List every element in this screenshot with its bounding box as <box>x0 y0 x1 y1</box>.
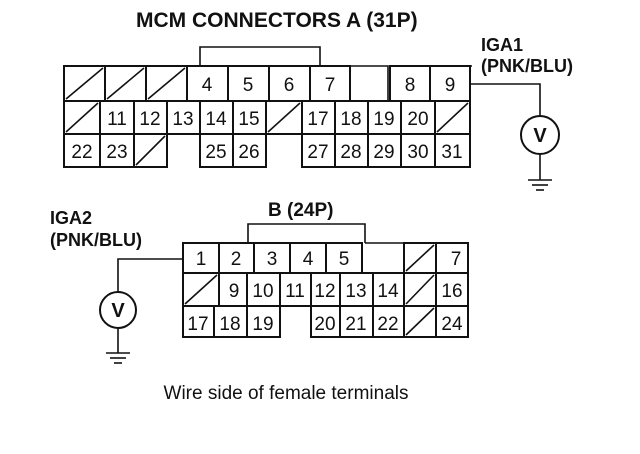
connector-b-pin-label: 18 <box>219 314 240 335</box>
connector-a-pin-label: 17 <box>307 109 328 130</box>
connector-b-pin-label: 2 <box>231 249 242 270</box>
connector-b-lock-tab <box>247 223 366 243</box>
connector-a-empty-slot <box>65 102 99 133</box>
connector-a-pin-label: 19 <box>373 109 394 130</box>
connector-b-row-1: 1 2 3 4 5 7 <box>182 242 469 274</box>
connector-a-pin-label: 9 <box>445 75 456 96</box>
connector-b-pin-label: 3 <box>267 249 278 270</box>
connector-b-pin-label: 9 <box>229 281 240 302</box>
diagram-caption: Wire side of female terminals <box>164 383 409 404</box>
connector-b-pin-label: 20 <box>314 314 335 335</box>
connector-b-empty-slot <box>184 274 218 305</box>
connector-b-cell <box>246 305 281 338</box>
connector-a-pin-label: 26 <box>238 142 259 163</box>
connector-b-cell <box>435 305 469 338</box>
iga2-label: IGA2 <box>50 208 92 228</box>
connector-a-cell <box>434 133 471 168</box>
connector-b-pin-label: 1 <box>196 249 207 270</box>
connector-a-row-2: 11 12 13 14 15 17 18 19 20 <box>63 100 471 135</box>
connector-b-pin-label: 22 <box>377 314 398 335</box>
connector-b-pin-label: 12 <box>314 281 335 302</box>
connector-b-pin-label: 14 <box>377 281 399 302</box>
connector-b-pin-label: 16 <box>441 281 462 302</box>
connector-a-pin-label: 5 <box>243 75 254 96</box>
iga2-probe-wire <box>117 258 183 292</box>
connector-a-cell <box>334 133 369 168</box>
iga1-probe-wire <box>470 83 541 116</box>
connector-a-pin-label: 18 <box>340 109 361 130</box>
connector-a-pin-label: 11 <box>107 109 127 130</box>
connector-a-pin-label: 23 <box>106 142 127 163</box>
connector-b-empty-slot <box>405 274 435 305</box>
connector-a-pin-label: 31 <box>441 142 462 163</box>
voltmeter-symbol: V <box>111 300 125 322</box>
connector-a-pin-label: 8 <box>405 75 416 96</box>
connector-a-pin-label: 27 <box>307 142 328 163</box>
connector-b-cell <box>325 242 363 274</box>
connector-a-empty-slot <box>106 67 145 100</box>
connector-a-empty-slot <box>135 135 166 166</box>
connector-a-empty-slot <box>65 67 104 100</box>
connector-a-cell <box>268 65 311 102</box>
connector-a-title: MCM CONNECTORS A (31P) <box>136 9 418 32</box>
iga1-label: IGA1 <box>481 35 523 55</box>
voltmeter-symbol: V <box>533 125 547 147</box>
connector-a-pin-label: 14 <box>205 109 227 130</box>
connector-a-cell <box>309 65 351 102</box>
connector-a-empty-slot <box>267 102 301 133</box>
connector-b-pin-label: 10 <box>252 281 273 302</box>
connector-b-pin-label: 4 <box>303 249 314 270</box>
connector-b-cell <box>339 272 374 307</box>
connector-b-pin-label: 5 <box>339 249 350 270</box>
connector-a-row-1: 4 5 6 7 8 9 <box>63 65 471 102</box>
connector-a-pin-label: 15 <box>238 109 259 130</box>
connector-a-cell <box>199 133 234 168</box>
connector-b-cell <box>339 305 374 338</box>
connector-a-cell <box>232 133 267 168</box>
connector-b-cell <box>279 272 312 307</box>
connector-b-pin-label: 11 <box>285 281 305 302</box>
connector-b-title: B (24P) <box>268 200 333 221</box>
connector-b-pin-label: 13 <box>345 281 366 302</box>
connector-a-pin-label: 7 <box>325 75 336 96</box>
iga1-wire-color: (PNK/BLU) <box>481 56 573 76</box>
connector-a-cell <box>301 100 336 135</box>
connector-a-empty-slot <box>147 67 186 100</box>
connector-b-cell <box>372 305 405 338</box>
connector-a-empty-slot <box>436 102 469 133</box>
connector-b-pin-label: 17 <box>187 314 208 335</box>
connector-b-pin-label: 24 <box>441 314 463 335</box>
connector-b-pin-label: 21 <box>345 314 366 335</box>
connector-b-cell <box>289 242 327 274</box>
connector-b-row-3: 17 18 19 20 21 22 24 <box>182 305 469 338</box>
connector-a-pin-label: 30 <box>407 142 428 163</box>
connector-b-pin-label: 19 <box>252 314 273 335</box>
connector-a-pin-label: 25 <box>205 142 226 163</box>
connector-b-empty-slot <box>405 307 435 336</box>
connector-a-pin-label: 28 <box>340 142 361 163</box>
connector-a-pin-label: 6 <box>284 75 295 96</box>
iga2-wire-color: (PNK/BLU) <box>50 230 142 250</box>
connector-b-pin-label: 7 <box>451 249 462 270</box>
connector-a-lock-tab <box>199 46 321 66</box>
connector-a-pin-label: 12 <box>139 109 160 130</box>
connector-a-pin-label: 22 <box>71 142 92 163</box>
connector-b-empty-slot <box>405 244 435 272</box>
ground-icon <box>528 179 552 191</box>
connector-b-row-2: 9 10 11 12 13 14 16 <box>182 272 469 307</box>
connector-a-pin-label: 4 <box>202 75 213 96</box>
connector-a-pin-label: 20 <box>407 109 428 130</box>
connector-a-cell <box>301 133 336 168</box>
connector-a-pin-label: 13 <box>172 109 193 130</box>
connector-a-cell <box>99 133 135 168</box>
connector-a-row-3: 22 23 25 26 27 28 29 30 31 <box>63 133 471 168</box>
ground-icon <box>106 352 130 364</box>
connector-a-pin-label: 29 <box>373 142 394 163</box>
